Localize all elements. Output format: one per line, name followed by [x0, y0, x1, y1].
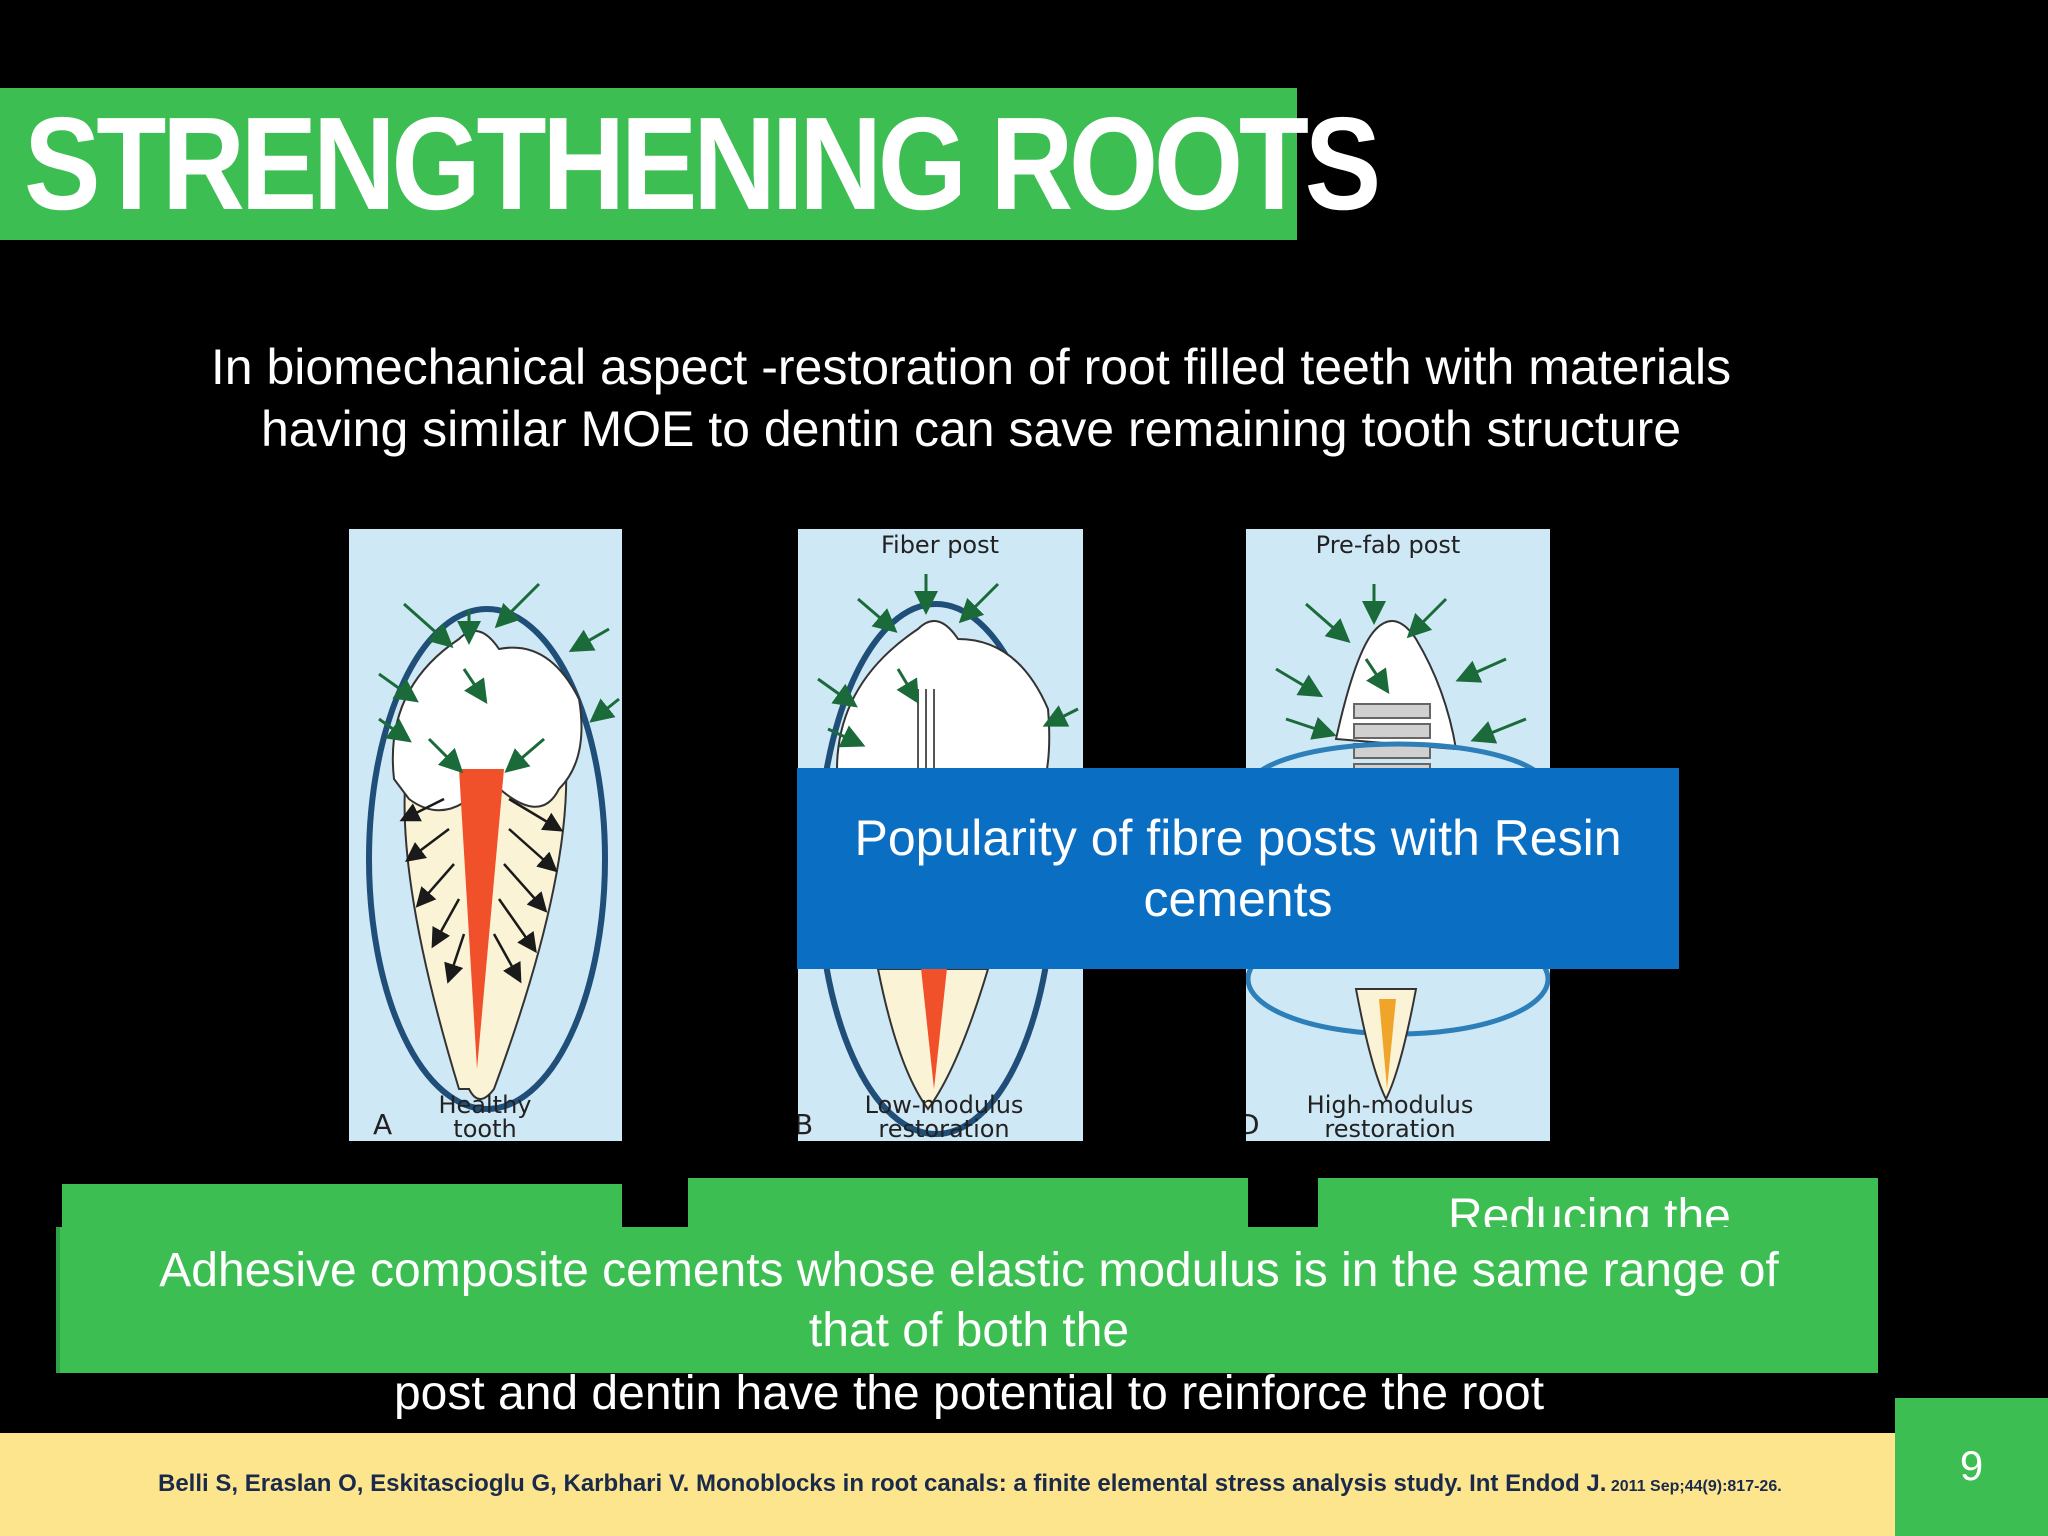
pulp-canal: [459, 769, 504, 1069]
intro-line-2: having similar MOE to dentin can save re…: [260, 401, 1682, 457]
figure-c-label-2: restoration: [1324, 1115, 1455, 1141]
adhesive-cements-box: Adhesive composite cements whose elastic…: [60, 1227, 1878, 1373]
adhesive-line-3: post and dentin have the potential to re…: [393, 1367, 1545, 1420]
citation-text: Belli S, Eraslan O, Eskitascioglu G, Kar…: [158, 1469, 1782, 1502]
pulp-canal: [1379, 999, 1396, 1089]
figure-c-label-1: High-modulus: [1307, 1091, 1474, 1119]
slide-title: STRENGTHENING ROOTS: [24, 90, 1381, 237]
figure-b-label-1: Low-modulus: [865, 1091, 1024, 1119]
adhesive-line-2: that of both the: [808, 1304, 1130, 1357]
figure-a-letter: A: [373, 1108, 392, 1141]
figure-c-letter: D: [1246, 1108, 1260, 1141]
citation-main: Belli S, Eraslan O, Eskitascioglu G, Kar…: [158, 1470, 1607, 1497]
pulp-canal: [920, 959, 948, 1089]
figure-b-label-2: restoration: [878, 1115, 1009, 1141]
green-box-right: Reducing the: [1318, 1178, 1878, 1228]
page-number-box: 9: [1895, 1398, 2048, 1536]
reducing-text: Reducing the: [1448, 1190, 1731, 1228]
callout-fibre-posts: Popularity of fibre posts with Resin cem…: [797, 768, 1679, 969]
figure-b-header: Fiber post: [881, 531, 999, 559]
intro-line-1: In biomechanical aspect -restoration of …: [210, 339, 1732, 395]
callout-text: Popularity of fibre posts with Resin cem…: [854, 809, 1622, 927]
figure-a-label-1: Healthy: [438, 1091, 531, 1119]
citation-footer: Belli S, Eraslan O, Eskitascioglu G, Kar…: [0, 1433, 1895, 1536]
figure-healthy-tooth: A Healthy tooth: [349, 529, 622, 1141]
figure-c-header: Pre-fab post: [1316, 531, 1461, 559]
figure-b-letter: B: [798, 1108, 813, 1141]
intro-text: In biomechanical aspect -restoration of …: [140, 336, 1802, 460]
adhesive-line-1: Adhesive composite cements whose elastic…: [159, 1244, 1779, 1297]
title-banner: STRENGTHENING ROOTS: [0, 88, 1381, 240]
green-box-middle: [688, 1178, 1248, 1228]
page-number: 9: [1959, 1442, 1984, 1489]
stress-outline: [366, 606, 608, 1112]
green-box-left: [62, 1184, 622, 1229]
figure-a-label-2: tooth: [453, 1115, 516, 1141]
citation-detail: 2011 Sep;44(9):817-26.: [1606, 1478, 1782, 1495]
